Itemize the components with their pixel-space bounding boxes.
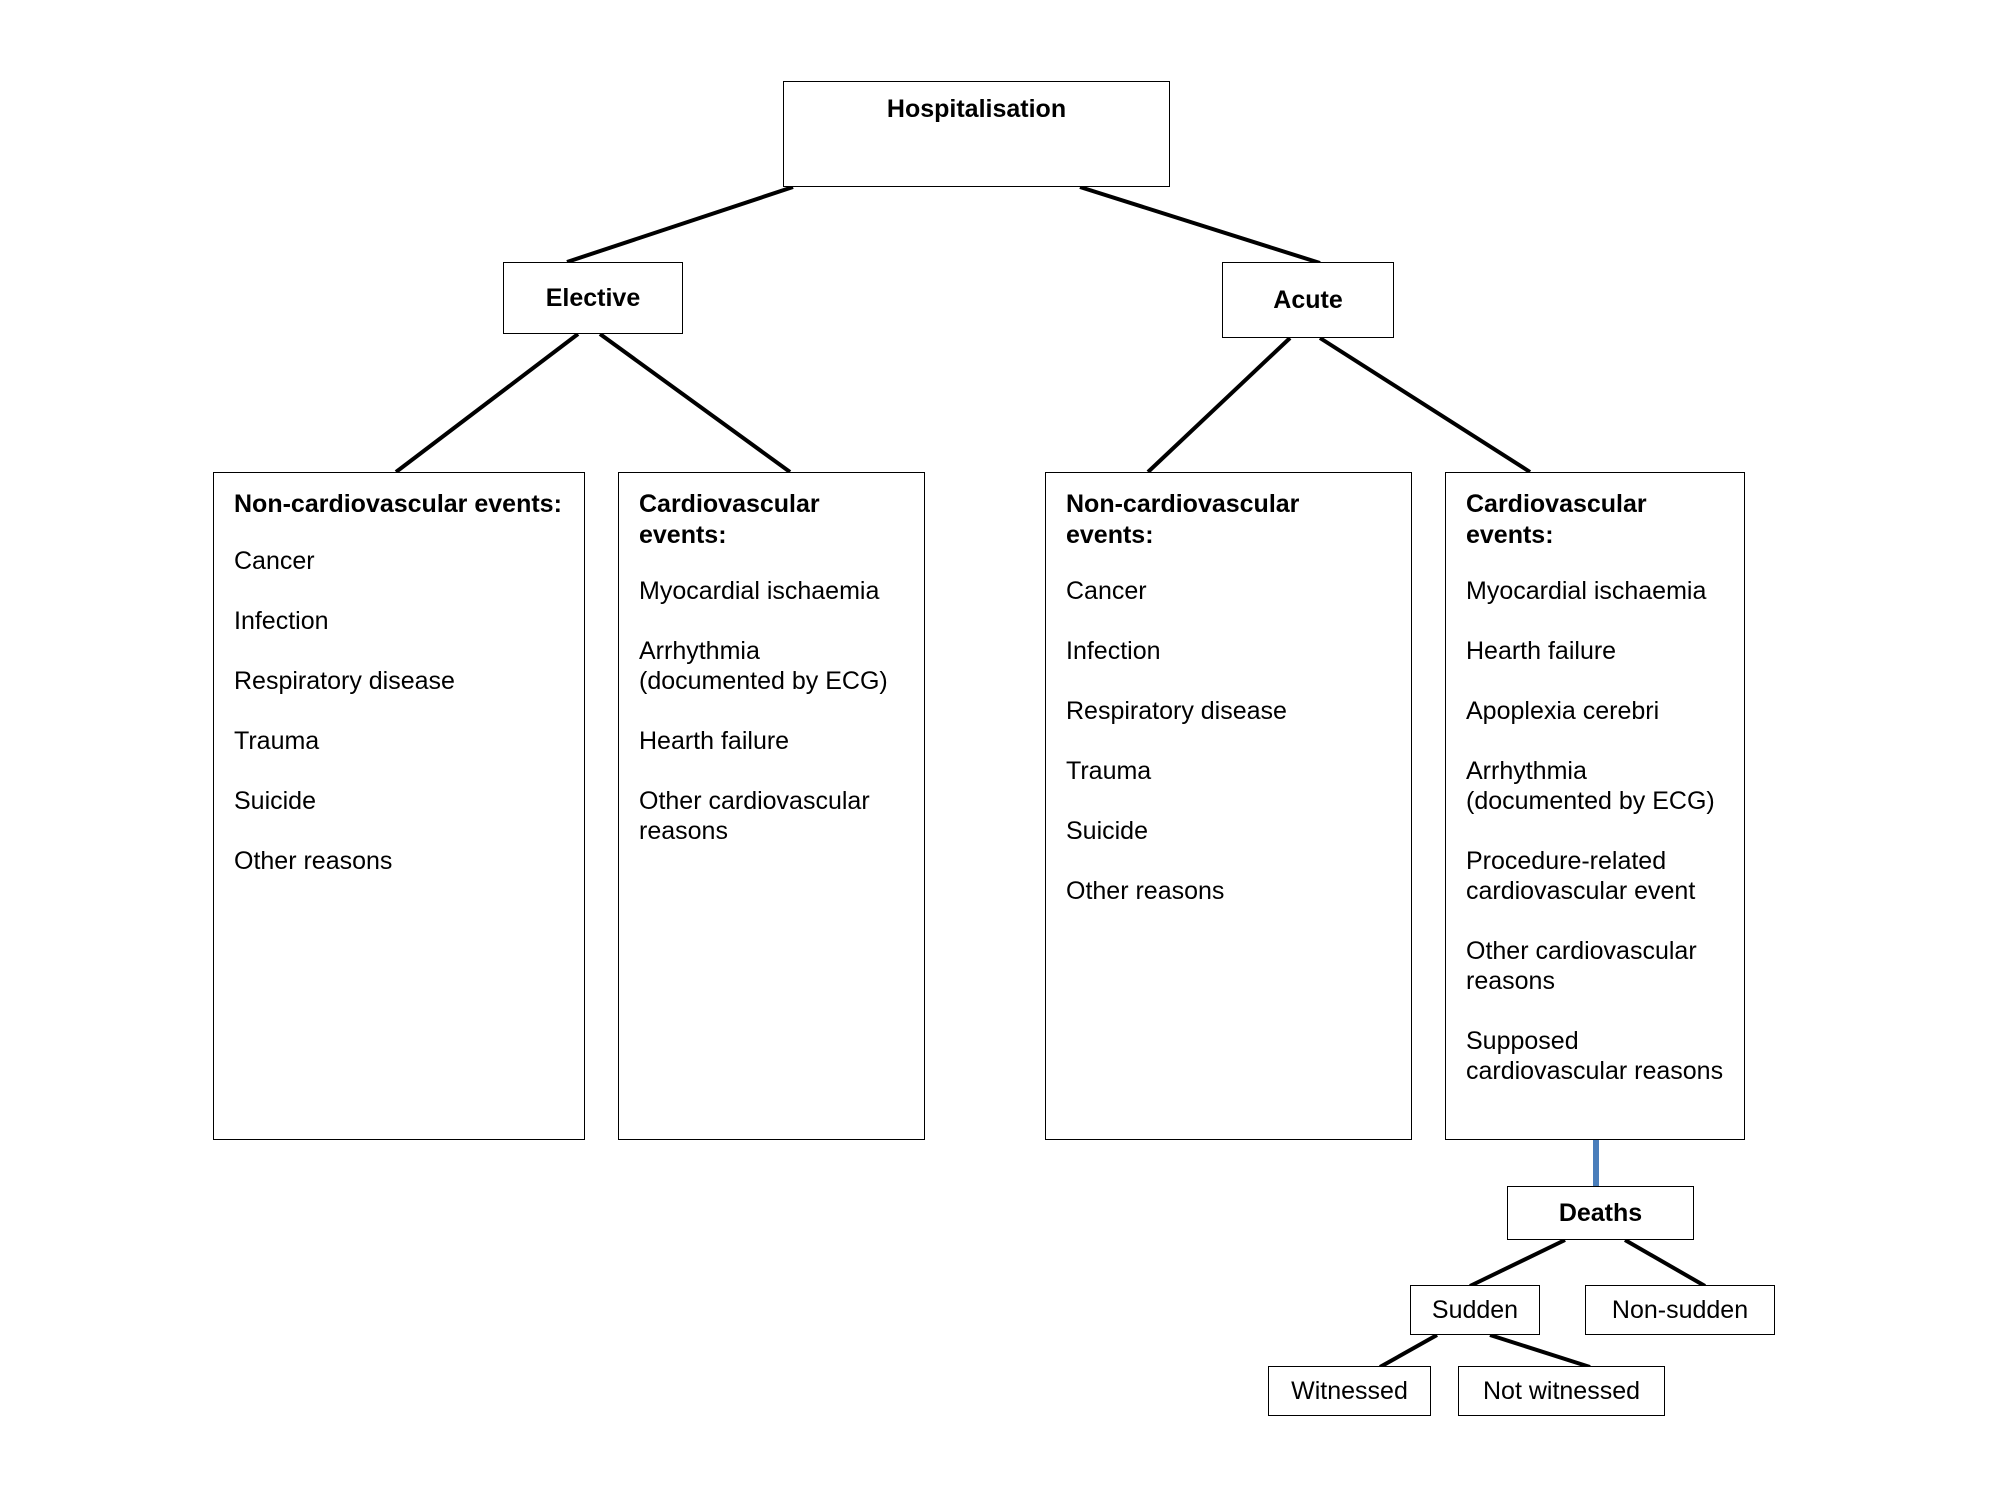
panel-acute-non-cardiovascular[interactable]: Non-cardiovascular events: Cancer Infect… xyxy=(1045,472,1412,1140)
node-deaths[interactable]: Deaths xyxy=(1507,1186,1694,1240)
list-item: Infection xyxy=(1066,637,1161,665)
node-sudden-label: Sudden xyxy=(1431,1296,1519,1324)
edge-acute-to-cv xyxy=(1318,336,1532,474)
list-item: Suicide xyxy=(1066,817,1148,845)
list-item: Myocardial ischaemia xyxy=(639,577,880,605)
panel-elective-non-cardiovascular-list: Cancer Infection Respiratory disease Tra… xyxy=(234,546,566,876)
list-item: Other reasons xyxy=(234,846,393,875)
list-item: Respiratory disease xyxy=(1066,697,1287,725)
panel-acute-cardiovascular-title: Cardiovascular events: xyxy=(1466,490,1647,549)
panel-elective-non-cardiovascular[interactable]: Non-cardiovascular events: Cancer Infect… xyxy=(213,472,585,1140)
edge-sudden-to-witnessed xyxy=(1379,1333,1438,1369)
panel-acute-non-cardiovascular-title: Non-cardiovascular events: xyxy=(1066,490,1300,549)
list-item: Other cardiovascular reasons xyxy=(1466,937,1697,995)
list-item: Respiratory disease xyxy=(234,666,455,695)
node-elective[interactable]: Elective xyxy=(503,262,683,334)
edge-root-to-acute xyxy=(1079,185,1321,265)
node-hospitalisation-label: Hospitalisation xyxy=(886,95,1067,123)
list-item: Infection xyxy=(234,606,329,635)
list-item: Other reasons xyxy=(1066,877,1225,905)
list-item: Suicide xyxy=(234,786,316,815)
node-acute-label: Acute xyxy=(1273,286,1343,314)
panel-elective-cardiovascular-list: Myocardial ischaemia Arrhythmia (documen… xyxy=(639,576,906,846)
list-item: Other cardiovascular reasons xyxy=(639,787,870,845)
node-not-witnessed[interactable]: Not witnessed xyxy=(1458,1366,1665,1416)
panel-elective-non-cardiovascular-title: Non-cardiovascular events: xyxy=(234,490,562,518)
edge-elective-to-noncv xyxy=(394,332,580,474)
panel-elective-cardiovascular-title: Cardiovascular events: xyxy=(639,490,820,549)
edge-deaths-to-sudden xyxy=(1469,1238,1566,1288)
list-item: Trauma xyxy=(1066,757,1152,785)
list-item: Apoplexia cerebri xyxy=(1466,697,1660,725)
list-item: Hearth failure xyxy=(1466,637,1617,665)
node-hospitalisation[interactable]: Hospitalisation xyxy=(783,81,1170,187)
list-item: Arrhythmia (documented by ECG) xyxy=(1466,757,1715,815)
edge-acute-to-noncv xyxy=(1146,336,1292,474)
panel-acute-cardiovascular-list: Myocardial ischaemia Hearth failure Apop… xyxy=(1466,576,1726,1086)
node-non-sudden-label: Non-sudden xyxy=(1611,1296,1749,1324)
list-item: Arrhythmia (documented by ECG) xyxy=(639,637,888,695)
list-item: Hearth failure xyxy=(639,727,790,755)
panel-acute-non-cardiovascular-list: Cancer Infection Respiratory disease Tra… xyxy=(1066,576,1393,906)
list-item: Cancer xyxy=(1066,577,1147,605)
node-acute[interactable]: Acute xyxy=(1222,262,1394,338)
node-deaths-label: Deaths xyxy=(1558,1199,1643,1227)
edge-sudden-to-notwitnessed xyxy=(1489,1333,1591,1369)
node-sudden[interactable]: Sudden xyxy=(1410,1285,1540,1335)
node-non-sudden[interactable]: Non-sudden xyxy=(1585,1285,1775,1335)
list-item: Cancer xyxy=(234,546,315,575)
edge-root-to-elective xyxy=(566,185,794,264)
node-elective-label: Elective xyxy=(545,284,641,312)
list-item: Supposed cardiovascular reasons xyxy=(1466,1027,1724,1085)
list-item: Myocardial ischaemia xyxy=(1466,577,1707,605)
panel-acute-cardiovascular[interactable]: Cardiovascular events: Myocardial ischae… xyxy=(1445,472,1745,1140)
node-not-witnessed-label: Not witnessed xyxy=(1482,1377,1641,1405)
list-item: Trauma xyxy=(234,726,320,755)
edge-elective-to-cv xyxy=(598,332,792,474)
node-witnessed[interactable]: Witnessed xyxy=(1268,1366,1431,1416)
list-item: Procedure-related cardiovascular event xyxy=(1466,847,1696,905)
edge-deaths-to-nonsudden xyxy=(1624,1238,1706,1288)
panel-elective-cardiovascular[interactable]: Cardiovascular events: Myocardial ischae… xyxy=(618,472,925,1140)
node-witnessed-label: Witnessed xyxy=(1291,1377,1408,1405)
